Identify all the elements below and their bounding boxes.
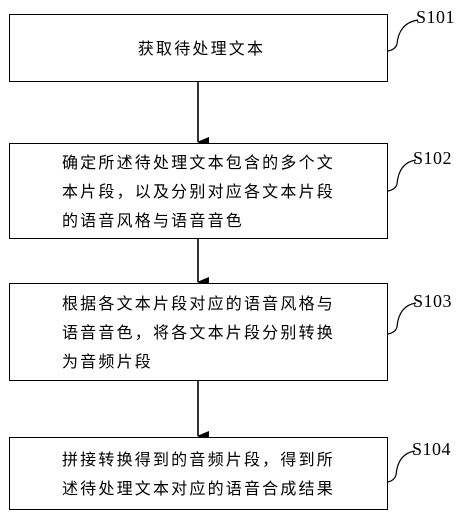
step-label-s104: S104 [412,439,452,459]
step-label-s102: S102 [413,148,453,168]
step-text-s101: 获取待处理文本 [137,38,266,58]
leader-line-s103 [387,302,417,335]
step-text-s102: 确定所述待处理文本包含的多个文 本片段，以及分别对应各文本片段 的语音风格与语音… [61,152,335,230]
step-box-s103: 根据各文本片段对应的语音风格与 语音音色，将各文本片段分别转换 为音频片段 [9,283,388,381]
step-text-s104: 拼接转换得到的音频片段，得到所 述待处理文本对应的语音合成结果 [61,449,335,498]
leader-line-s102 [387,159,417,192]
step-box-s101: 获取待处理文本 [9,14,388,82]
step-text-s103: 根据各文本片段对应的语音风格与 语音音色，将各文本片段分别转换 为音频片段 [61,293,335,371]
step-box-s102: 确定所述待处理文本包含的多个文 本片段，以及分别对应各文本片段 的语音风格与语音… [9,143,388,239]
step-label-s103: S103 [413,291,453,311]
step-box-s104: 拼接转换得到的音频片段，得到所 述待处理文本对应的语音合成结果 [9,437,388,510]
leader-line-s101 [387,19,419,52]
step-label-s101: S101 [416,7,456,27]
leader-line-s104 [387,450,416,483]
